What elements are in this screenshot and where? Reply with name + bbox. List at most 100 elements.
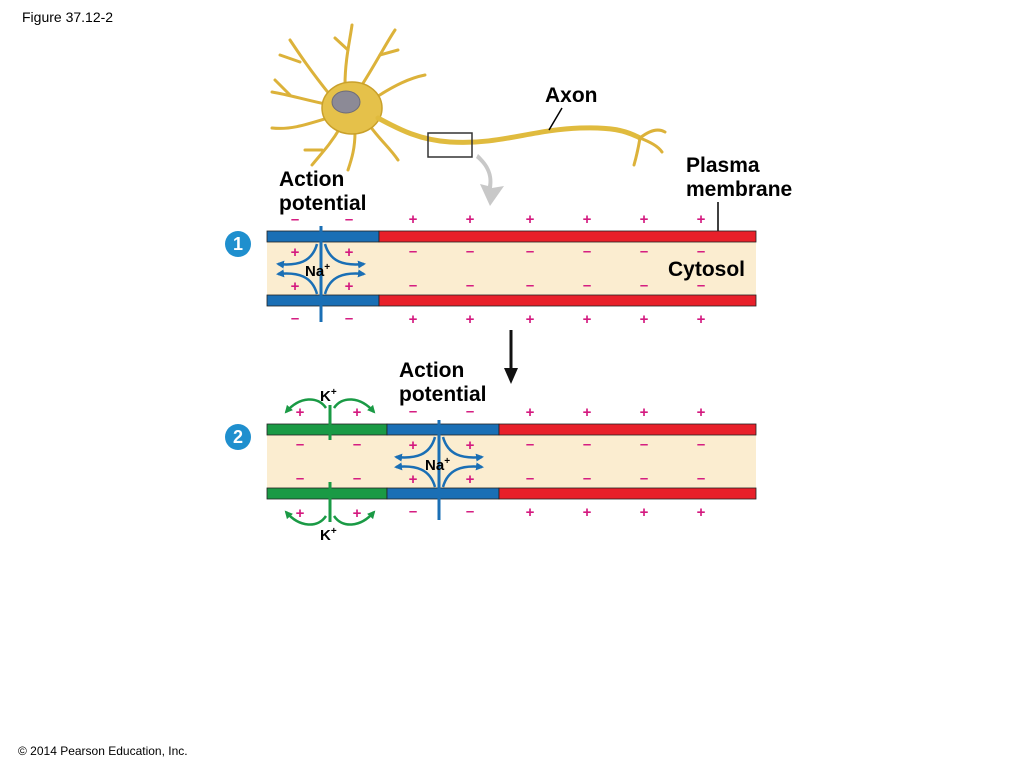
axon-leader-line: [548, 107, 563, 131]
svg-text:–: –: [583, 277, 591, 294]
svg-text:+: +: [640, 404, 649, 421]
svg-text:–: –: [466, 503, 474, 520]
membrane-bottom-resting-2: [498, 487, 757, 500]
cytosol-region-2: [267, 434, 756, 488]
zoom-arrow: [476, 154, 504, 206]
svg-text:+: +: [526, 311, 535, 328]
svg-text:+: +: [409, 211, 418, 228]
svg-text:–: –: [526, 470, 534, 487]
svg-text:+: +: [583, 404, 592, 421]
membrane-bottom-resting: [378, 294, 757, 307]
neuron-illustration: [270, 23, 667, 172]
svg-text:+: +: [409, 437, 418, 454]
step-1-panel: Action potential 1 Cytosol Na+ – – + + +: [225, 168, 757, 328]
svg-text:–: –: [353, 470, 361, 487]
membrane-top-resting: [378, 230, 757, 243]
svg-text:+: +: [697, 211, 706, 228]
action-potential-label-2-line2: potential: [399, 383, 487, 406]
svg-text:+: +: [296, 505, 305, 522]
step-1-badge: [225, 231, 251, 257]
svg-text:+: +: [526, 504, 535, 521]
svg-text:–: –: [296, 470, 304, 487]
svg-text:–: –: [466, 243, 474, 260]
svg-text:+: +: [697, 504, 706, 521]
svg-text:+: +: [466, 471, 475, 488]
charges-outside-bottom: – – + + + + + +: [291, 310, 706, 328]
step-1-number: 1: [233, 234, 243, 254]
charges-inside-top-2: – – + + – – – –: [296, 436, 705, 454]
svg-text:+: +: [697, 311, 706, 328]
membrane-bottom-depolarized: [266, 294, 380, 307]
svg-text:+: +: [296, 404, 305, 421]
plasma-membrane-label-line1: Plasma: [686, 154, 760, 177]
svg-text:–: –: [291, 310, 299, 327]
na-ion-label: Na+: [305, 262, 330, 280]
svg-text:+: +: [640, 504, 649, 521]
svg-text:–: –: [583, 436, 591, 453]
svg-text:–: –: [640, 470, 648, 487]
svg-text:–: –: [583, 470, 591, 487]
svg-text:+: +: [409, 311, 418, 328]
svg-text:+: +: [345, 278, 354, 295]
svg-text:–: –: [409, 243, 417, 260]
membrane-bottom-depolarized-2: [386, 487, 500, 500]
svg-text:+: +: [526, 404, 535, 421]
svg-text:–: –: [345, 211, 353, 228]
action-potential-label-2-line1: Action: [399, 359, 464, 382]
svg-text:–: –: [640, 436, 648, 453]
svg-text:–: –: [526, 243, 534, 260]
k-ion-label-top: K+: [320, 387, 337, 405]
zoom-box: [427, 132, 473, 158]
membrane-top-repolarizing: [266, 423, 388, 436]
svg-text:+: +: [466, 211, 475, 228]
na-ion-label-2: Na+: [425, 456, 450, 474]
svg-text:+: +: [291, 278, 300, 295]
svg-text:–: –: [526, 436, 534, 453]
step-2-number: 2: [233, 427, 243, 447]
charges-inside-top: + + – – – – – –: [291, 243, 706, 261]
svg-text:–: –: [526, 277, 534, 294]
svg-text:+: +: [409, 471, 418, 488]
figure-label: Figure 37.12-2: [22, 9, 113, 25]
svg-text:–: –: [697, 243, 705, 260]
charges-inside-bottom: + + – – – – – –: [291, 277, 706, 295]
svg-text:–: –: [409, 277, 417, 294]
svg-text:–: –: [583, 243, 591, 260]
cytosol-label: Cytosol: [668, 258, 745, 281]
svg-text:+: +: [583, 504, 592, 521]
svg-text:–: –: [409, 403, 417, 420]
svg-text:–: –: [345, 310, 353, 327]
svg-text:+: +: [291, 244, 300, 261]
charges-outside-top: – – + + + + + +: [291, 211, 706, 228]
svg-text:–: –: [296, 436, 304, 453]
svg-text:+: +: [640, 211, 649, 228]
svg-text:–: –: [409, 503, 417, 520]
copyright-footer: © 2014 Pearson Education, Inc.: [18, 744, 188, 758]
membrane-top-resting-2: [498, 423, 757, 436]
action-potential-label-line2: potential: [279, 192, 367, 215]
svg-text:+: +: [466, 437, 475, 454]
svg-text:+: +: [345, 244, 354, 261]
svg-text:–: –: [697, 436, 705, 453]
cytosol-region: [267, 241, 756, 295]
svg-text:+: +: [353, 505, 362, 522]
svg-text:–: –: [697, 470, 705, 487]
step-2-panel: Action potential 2 K+ K+ Na+: [225, 359, 757, 544]
svg-text:+: +: [697, 404, 706, 421]
svg-text:–: –: [466, 277, 474, 294]
axon-label: Axon: [545, 84, 598, 107]
membrane-bottom-repolarizing: [266, 487, 388, 500]
svg-text:+: +: [526, 211, 535, 228]
action-potential-label-line1: Action: [279, 168, 344, 191]
svg-text:–: –: [466, 403, 474, 420]
svg-text:+: +: [583, 311, 592, 328]
charges-outside-bottom-2: + + – – + + + +: [296, 503, 706, 522]
svg-text:+: +: [353, 404, 362, 421]
svg-text:–: –: [640, 277, 648, 294]
svg-text:+: +: [583, 211, 592, 228]
charges-outside-top-2: + + – – + + + +: [296, 403, 706, 421]
svg-text:–: –: [640, 243, 648, 260]
membrane-top-depolarized: [266, 230, 380, 243]
svg-text:–: –: [291, 211, 299, 228]
